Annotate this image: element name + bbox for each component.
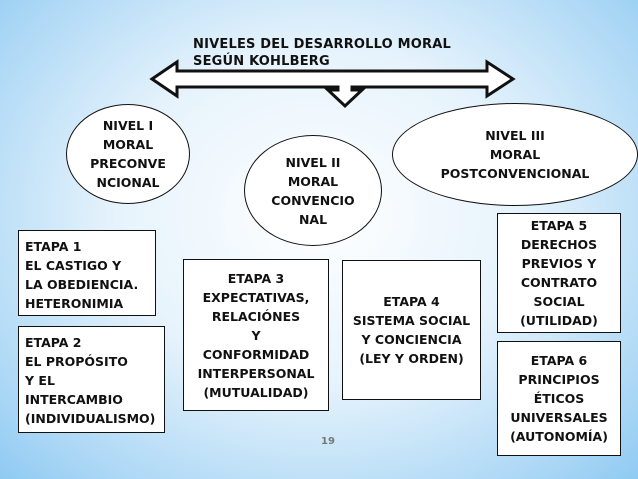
stage-5-box: ETAPA 5 DERECHOS PREVIOS Y CONTRATO SOCI… xyxy=(497,213,621,333)
stage-1-label: ETAPA 1 EL CASTIGO Y LA OBEDIENCIA. HETE… xyxy=(25,239,139,311)
stage-4-label: ETAPA 4 SISTEMA SOCIAL Y CONCIENCIA (LEY… xyxy=(352,294,471,366)
page-number: 19 xyxy=(321,436,335,447)
level-2-oval: NIVEL II MORAL CONVENCIO NAL xyxy=(244,135,382,246)
level-3-oval: NIVEL III MORAL POSTCONVENCIONAL xyxy=(392,103,638,206)
stage-1-box: ETAPA 1 EL CASTIGO Y LA OBEDIENCIA. HETE… xyxy=(18,230,156,316)
stage-6-box: ETAPA 6 PRINCIPIOS ÉTICOS UNIVERSALES (A… xyxy=(497,341,621,456)
stage-6-label: ETAPA 6 PRINCIPIOS ÉTICOS UNIVERSALES (A… xyxy=(510,353,608,444)
level-2-label: NIVEL II MORAL CONVENCIO NAL xyxy=(271,154,355,227)
stage-2-box: ETAPA 2 EL PROPÓSITO Y EL INTERCAMBIO (I… xyxy=(18,326,165,433)
stage-3-box: ETAPA 3 EXPECTATIVAS, RELACIÓNES Y CONFO… xyxy=(183,259,329,411)
level-3-label: NIVEL III MORAL POSTCONVENCIONAL xyxy=(440,128,590,181)
title-line-2: SEGÚN KOHLBERG xyxy=(193,54,330,69)
stage-2-label: ETAPA 2 EL PROPÓSITO Y EL INTERCAMBIO (I… xyxy=(25,335,156,426)
stage-4-box: ETAPA 4 SISTEMA SOCIAL Y CONCIENCIA (LEY… xyxy=(342,260,481,400)
stage-5-label: ETAPA 5 DERECHOS PREVIOS Y CONTRATO SOCI… xyxy=(520,218,598,328)
level-1-label: NIVEL I MORAL PRECONVE NCIONAL xyxy=(90,118,166,190)
level-1-oval: NIVEL I MORAL PRECONVE NCIONAL xyxy=(66,104,190,204)
title-line-1: NIVELES DEL DESARROLLO MORAL xyxy=(193,37,451,52)
diagram-title: NIVELES DEL DESARROLLO MORAL SEGÚN KOHLB… xyxy=(193,36,451,70)
stage-3-label: ETAPA 3 EXPECTATIVAS, RELACIÓNES Y CONFO… xyxy=(197,270,315,400)
